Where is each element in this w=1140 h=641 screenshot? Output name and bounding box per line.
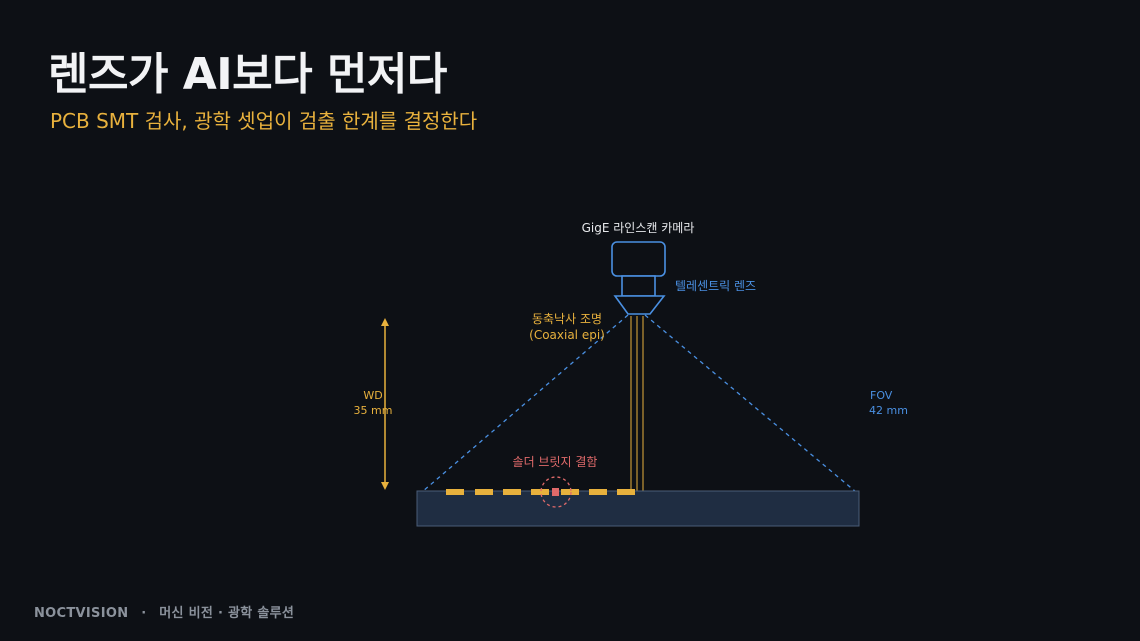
lens-barrel [621,275,656,297]
light-label-sub: (Coaxial epi) [529,328,605,342]
footer: NOCTVISION · 머신 비전 · 광학 솔루션 [34,602,294,621]
solder-pad [531,489,549,495]
fov-line-right [644,314,857,493]
footer-brand: NOCTVISION [34,606,129,621]
pcb-board [416,490,860,527]
solder-pad [475,489,493,495]
solder-pad [503,489,521,495]
wd-value: 35 mm [354,404,393,417]
wd-label: WD [363,389,382,402]
solder-pad [446,489,464,495]
defect-marker-circle [540,476,572,508]
camera-label: GigE 라인스캔 카메라 [582,221,695,235]
wd-arrow-head-top [381,318,389,326]
solder-bridge-defect [552,488,559,496]
footer-separator: · [141,606,147,621]
solder-pad [617,489,635,495]
footer-tagline: 머신 비전 · 광학 솔루션 [159,606,295,621]
camera-body [611,241,666,277]
defect-label: 솔더 브릿지 결함 [513,455,598,469]
fov-line-left [421,314,629,493]
light-label: 동축낙사 조명 [532,312,602,326]
fov-value: 42 mm [869,404,908,417]
solder-pad [589,489,607,495]
lens-label: 텔레센트릭 렌즈 [675,279,756,293]
page-title: 렌즈가 AI보다 먼저다 [48,49,447,100]
fov-label: FOV [870,389,893,402]
page-subtitle: PCB SMT 검사, 광학 셋업이 검출 한계를 결정한다 [50,109,478,133]
wd-arrow-head-bottom [381,482,389,490]
solder-pad [561,489,579,495]
telecentric-lens [613,295,666,315]
